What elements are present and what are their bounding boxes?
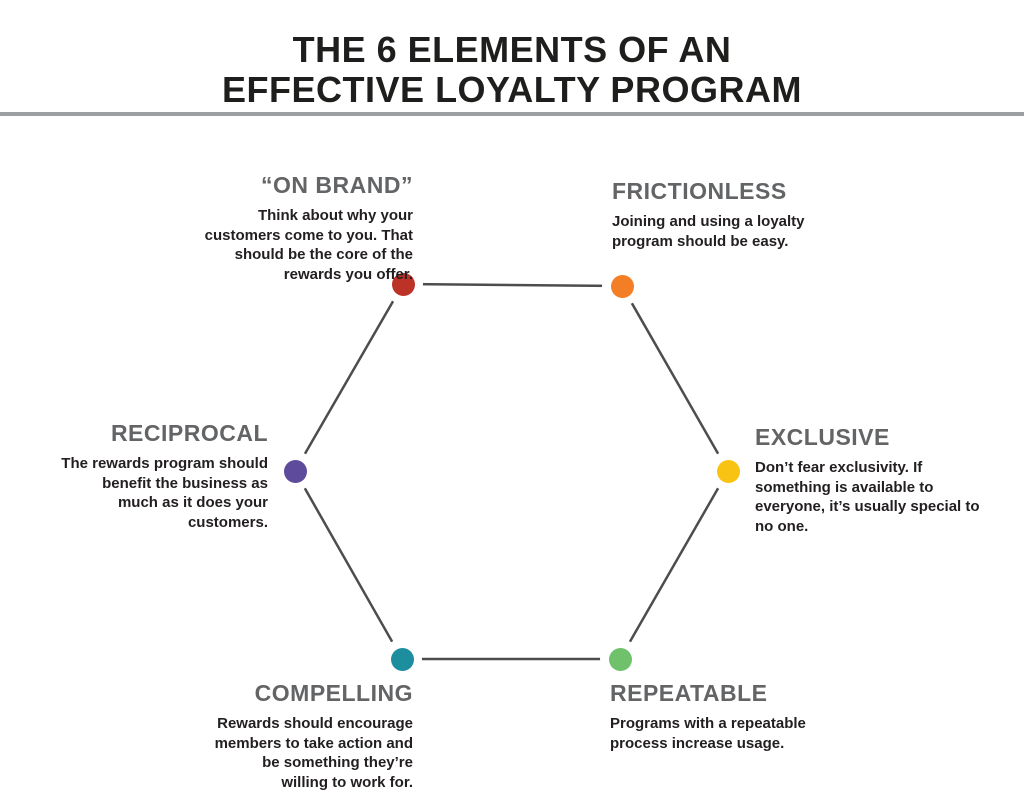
reciprocal-dot bbox=[283, 459, 307, 483]
title-divider-rule bbox=[0, 112, 1024, 116]
hexagon-outline bbox=[293, 282, 730, 661]
element-frictionless: FRICTIONLESS Joining and using a loyalty… bbox=[612, 178, 812, 251]
repeatable-dot bbox=[608, 647, 632, 671]
element-compelling-description: Rewards should encourage members to take… bbox=[214, 715, 413, 791]
page-title: THE 6 ELEMENTS OF AN EFFECTIVE LOYALTY P… bbox=[0, 30, 1024, 110]
on-brand-dot bbox=[391, 272, 415, 296]
element-frictionless-title: FRICTIONLESS bbox=[612, 178, 787, 204]
element-compelling: COMPELLING Rewards should encourage memb… bbox=[213, 680, 413, 792]
exclusive-dot bbox=[716, 459, 740, 483]
compelling-node bbox=[382, 639, 422, 679]
exclusive-node bbox=[708, 451, 748, 491]
element-repeatable: REPEATABLE Programs with a repeatable pr… bbox=[610, 680, 810, 753]
frictionless-dot bbox=[610, 274, 634, 298]
element-repeatable-title: REPEATABLE bbox=[610, 680, 768, 706]
element-frictionless-description: Joining and using a loyalty program shou… bbox=[612, 213, 805, 250]
element-on-brand: “ON BRAND” Think about why your customer… bbox=[181, 172, 413, 284]
element-repeatable-description: Programs with a repeatable process incre… bbox=[610, 715, 806, 752]
element-reciprocal-description: The rewards program should benefit the b… bbox=[61, 455, 268, 531]
frictionless-node bbox=[602, 266, 642, 306]
reciprocal-node bbox=[275, 451, 315, 491]
page-title-line2: EFFECTIVE LOYALTY PROGRAM bbox=[222, 69, 802, 111]
element-on-brand-title: “ON BRAND” bbox=[261, 172, 413, 198]
element-exclusive-title: EXCLUSIVE bbox=[755, 424, 890, 450]
element-exclusive: EXCLUSIVE Don’t fear exclusivity. If som… bbox=[755, 424, 997, 536]
element-compelling-title: COMPELLING bbox=[254, 680, 413, 706]
element-exclusive-description: Don’t fear exclusivity. If something is … bbox=[755, 459, 980, 535]
element-reciprocal-title: RECIPROCAL bbox=[110, 420, 268, 446]
on-brand-node bbox=[383, 264, 423, 304]
compelling-dot bbox=[390, 647, 414, 671]
element-reciprocal: RECIPROCAL The rewards program should be… bbox=[60, 420, 268, 532]
page-title-line1: THE 6 ELEMENTS OF AN bbox=[292, 29, 732, 71]
element-on-brand-description: Think about why your customers come to y… bbox=[204, 207, 413, 283]
repeatable-node bbox=[600, 639, 640, 679]
